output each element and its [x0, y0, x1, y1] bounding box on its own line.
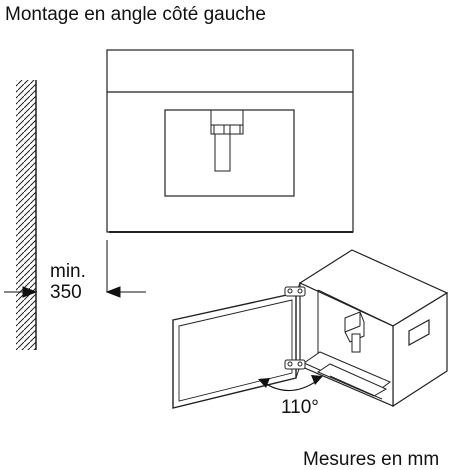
units-note: Mesures en mm	[303, 449, 440, 470]
min-label: min.	[50, 261, 86, 282]
min-distance-value: 350	[50, 282, 82, 303]
dimension-marker	[4, 240, 146, 298]
appliance-front-view	[106, 49, 354, 233]
hinge-top	[284, 286, 306, 297]
appliance-open-door-view	[172, 249, 449, 409]
dispensing-spout	[214, 133, 231, 172]
angle-arc	[258, 375, 323, 392]
diagram-title: Montage en angle côté gauche	[5, 4, 266, 25]
side-wall	[16, 80, 37, 350]
open-door	[172, 292, 297, 409]
hinge-bottom	[284, 359, 306, 370]
opening-angle-label: 110°	[281, 397, 319, 418]
